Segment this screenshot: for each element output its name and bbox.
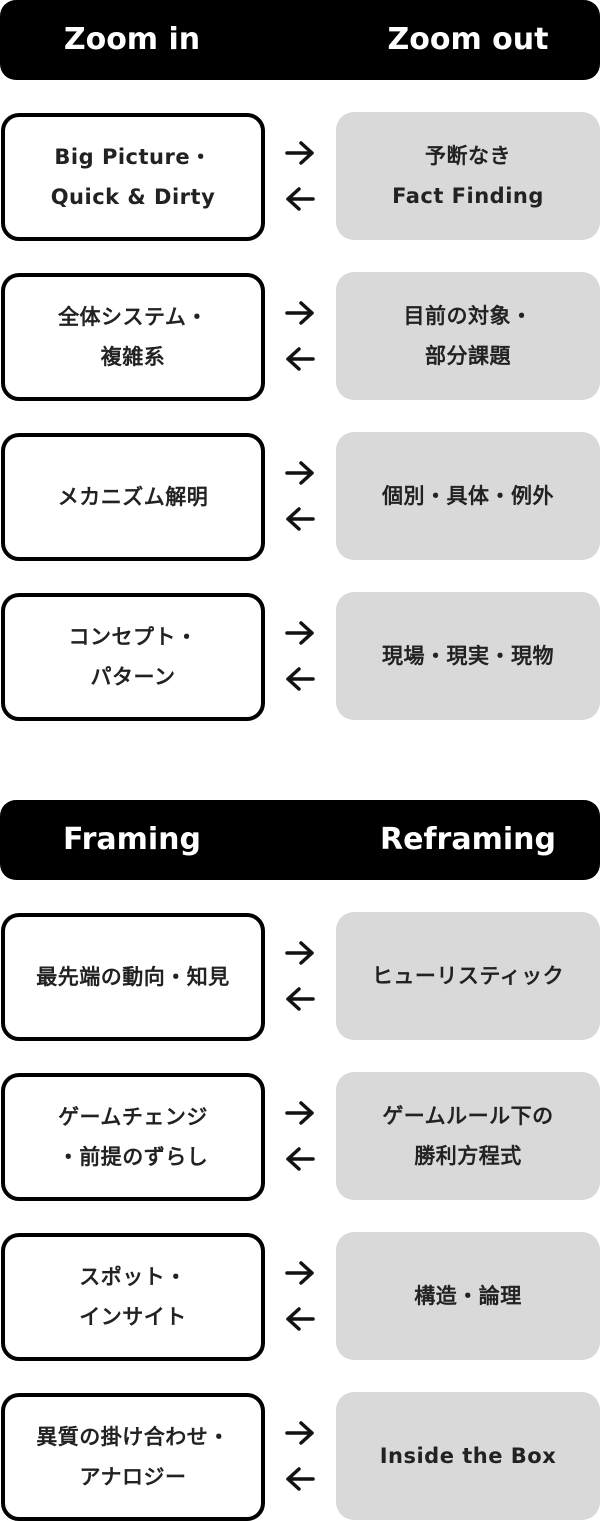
arrow-right-icon xyxy=(285,1421,314,1445)
diagram-row: 異質の掛け合わせ・ アナロジー Inside the Box xyxy=(0,1392,601,1521)
diagram-row: 最先端の動向・知見 ヒューリスティック xyxy=(0,912,601,1041)
left-concept-label: 最先端の動向・知見 xyxy=(36,965,230,989)
left-concept-box: Big Picture・ Quick & Dirty xyxy=(1,113,265,241)
right-concept-box: 現場・現実・現物 xyxy=(336,592,600,720)
bidirectional-arrows xyxy=(280,298,320,374)
right-concept-label: 個別・具体・例外 xyxy=(382,484,554,508)
arrow-right-icon xyxy=(285,461,314,485)
right-concept-box: ゲームルール下の 勝利方程式 xyxy=(336,1072,600,1200)
right-concept-label: 構造・論理 xyxy=(414,1284,522,1308)
header-left-label: Zoom in xyxy=(63,22,201,57)
left-concept-box: 全体システム・ 複雑系 xyxy=(1,273,265,401)
diagram-row: コンセプト・ パターン 現場・現実・現物 xyxy=(0,592,601,721)
right-concept-box: 個別・具体・例外 xyxy=(336,432,600,560)
arrow-right-icon xyxy=(285,1261,314,1285)
left-concept-label: ゲームチェンジ ・前提のずらし xyxy=(57,1105,209,1169)
right-concept-box: 予断なき Fact Finding xyxy=(336,112,600,240)
arrow-left-icon xyxy=(286,1467,315,1491)
bidirectional-arrows xyxy=(280,938,320,1014)
arrow-left-icon xyxy=(286,987,315,1011)
arrow-right-icon xyxy=(285,621,314,645)
arrow-right-icon xyxy=(285,301,314,325)
left-concept-label: スポット・ インサイト xyxy=(79,1265,187,1329)
diagram-row: 全体システム・ 複雑系 目前の対象・ 部分課題 xyxy=(0,272,601,401)
right-concept-box: ヒューリスティック xyxy=(336,912,600,1040)
left-concept-box: スポット・ インサイト xyxy=(1,1233,265,1361)
left-concept-box: 最先端の動向・知見 xyxy=(1,913,265,1041)
right-concept-label: ゲームルール下の 勝利方程式 xyxy=(382,1104,554,1168)
right-concept-label: 予断なき Fact Finding xyxy=(392,144,544,208)
bidirectional-arrows xyxy=(280,1258,320,1334)
arrow-right-icon xyxy=(285,941,314,965)
right-concept-box: 構造・論理 xyxy=(336,1232,600,1360)
bidirectional-arrows xyxy=(280,1418,320,1494)
bidirectional-arrows xyxy=(280,1098,320,1174)
left-concept-label: コンセプト・ パターン xyxy=(68,625,198,689)
left-concept-label: 異質の掛け合わせ・ アナロジー xyxy=(36,1425,230,1489)
diagram-row: ゲームチェンジ ・前提のずらし ゲームルール下の 勝利方程式 xyxy=(0,1072,601,1201)
left-concept-box: メカニズム解明 xyxy=(1,433,265,561)
right-concept-label: 現場・現実・現物 xyxy=(382,644,554,668)
arrow-left-icon xyxy=(286,1307,315,1331)
left-concept-label: 全体システム・ 複雑系 xyxy=(58,305,208,369)
left-concept-box: コンセプト・ パターン xyxy=(1,593,265,721)
right-concept-box: 目前の対象・ 部分課題 xyxy=(336,272,600,400)
arrow-right-icon xyxy=(285,1101,314,1125)
left-concept-box: ゲームチェンジ ・前提のずらし xyxy=(1,1073,265,1201)
diagram-row: メカニズム解明 個別・具体・例外 xyxy=(0,432,601,561)
section-header-framing: Framing Reframing xyxy=(0,800,600,880)
arrow-left-icon xyxy=(286,187,315,211)
arrow-right-icon xyxy=(285,141,314,165)
header-right-label: Zoom out xyxy=(387,22,549,57)
diagram-row: スポット・ インサイト 構造・論理 xyxy=(0,1232,601,1361)
bidirectional-arrows xyxy=(280,618,320,694)
arrow-left-icon xyxy=(286,347,315,371)
left-concept-box: 異質の掛け合わせ・ アナロジー xyxy=(1,1393,265,1521)
header-left-label: Framing xyxy=(63,822,201,857)
arrow-left-icon xyxy=(286,1147,315,1171)
left-concept-label: Big Picture・ Quick & Dirty xyxy=(50,145,216,209)
bidirectional-arrows xyxy=(280,458,320,534)
left-concept-label: メカニズム解明 xyxy=(57,485,209,509)
right-concept-box: Inside the Box xyxy=(336,1392,600,1520)
bidirectional-arrows xyxy=(280,138,320,214)
section-header-zoom: Zoom in Zoom out xyxy=(0,0,600,80)
arrow-left-icon xyxy=(286,667,315,691)
right-concept-label: ヒューリスティック xyxy=(371,964,565,988)
diagram-row: Big Picture・ Quick & Dirty 予断なき Fact Fin… xyxy=(0,112,601,241)
header-right-label: Reframing xyxy=(380,822,556,857)
right-concept-label: Inside the Box xyxy=(379,1444,557,1468)
right-concept-label: 目前の対象・ 部分課題 xyxy=(403,304,533,368)
arrow-left-icon xyxy=(286,507,315,531)
